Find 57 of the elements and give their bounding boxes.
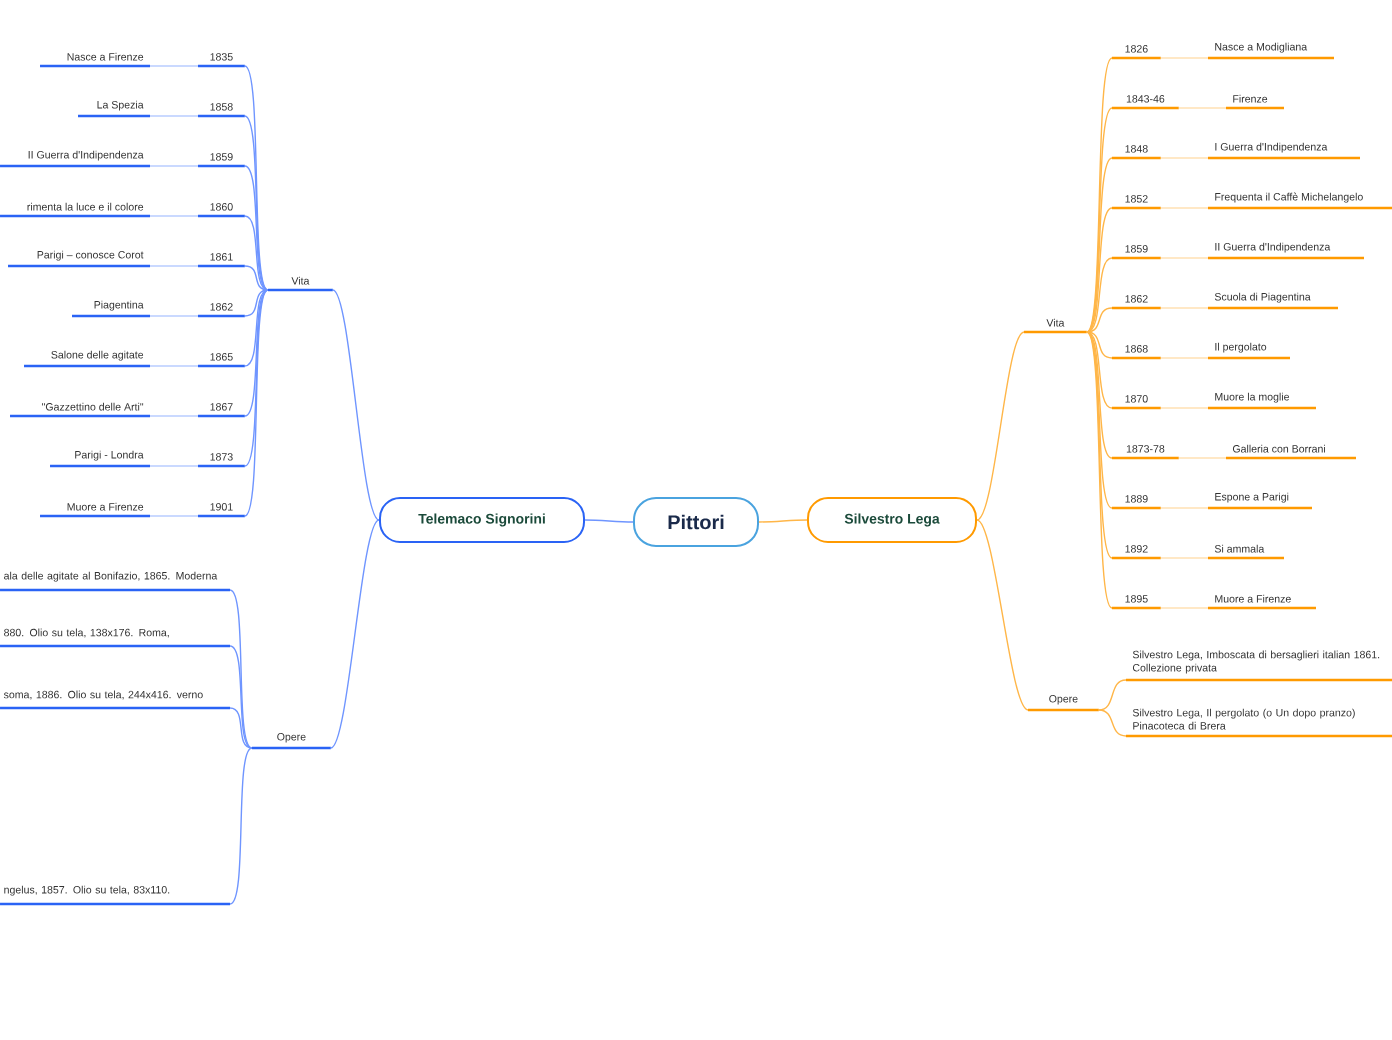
connector: [1086, 331, 1113, 409]
connector: [149, 265, 199, 267]
connector: [1160, 257, 1209, 259]
connector: [1178, 107, 1227, 109]
connector: [1086, 331, 1113, 359]
connector: [244, 115, 269, 291]
connector: [976, 331, 1025, 521]
connector: [1160, 557, 1209, 559]
connector: [149, 515, 199, 517]
connector: [976, 519, 1029, 711]
connector: [244, 215, 269, 291]
connector: [229, 707, 253, 749]
connector: [332, 289, 380, 521]
connector: [244, 265, 269, 291]
connector: [229, 645, 253, 749]
connector: [1160, 157, 1209, 159]
connector: [149, 215, 199, 217]
connector: [1086, 207, 1113, 333]
connector: [1086, 331, 1113, 609]
connector: [758, 519, 808, 523]
connector: [244, 289, 269, 467]
connector: [1098, 679, 1127, 711]
connector: [229, 747, 253, 905]
connector: [1086, 57, 1113, 333]
connector: [1160, 607, 1209, 609]
connector: [1086, 331, 1113, 459]
connector: [244, 289, 269, 517]
connector: [244, 165, 269, 291]
connector: [1086, 331, 1113, 509]
connector: [244, 289, 269, 367]
connector: [1086, 157, 1113, 333]
connector: [330, 519, 380, 749]
connector: [149, 315, 199, 317]
connector: [1098, 709, 1127, 737]
connector: [149, 465, 199, 467]
connector: [149, 415, 199, 417]
connector: [1160, 307, 1209, 309]
connector: [1160, 407, 1209, 409]
connector: [1160, 507, 1209, 509]
connector: [229, 589, 253, 749]
connector: [1160, 207, 1209, 209]
connector: [149, 165, 199, 167]
connector: [1086, 107, 1113, 333]
connector: [1086, 307, 1113, 333]
connector: [1160, 57, 1209, 59]
connector: [1086, 331, 1113, 559]
connector: [149, 365, 199, 367]
connector: [584, 519, 634, 523]
connector: [244, 289, 269, 417]
connector: [1160, 357, 1209, 359]
connector: [1178, 457, 1227, 459]
connector: [244, 65, 269, 291]
connector: [149, 65, 199, 67]
connector: [149, 115, 199, 117]
connector: [244, 289, 269, 317]
central-topic: Pittori: [633, 497, 759, 547]
connector: [1086, 257, 1113, 333]
